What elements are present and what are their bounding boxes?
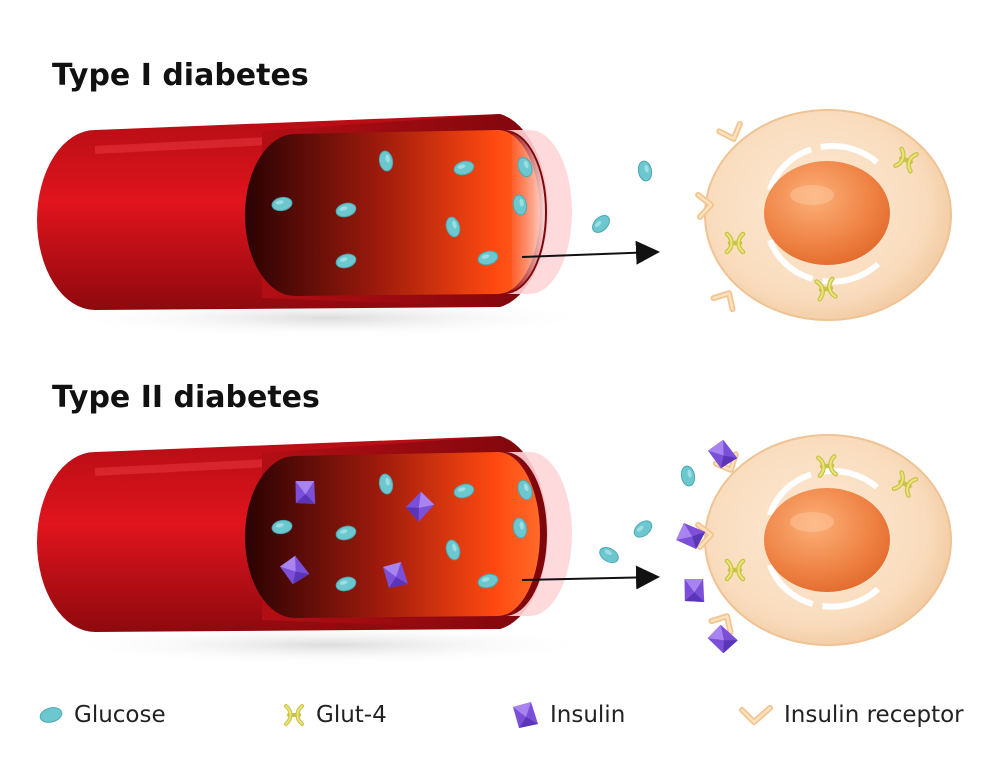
flow-arrow (521, 240, 660, 265)
type-1-panel (37, 109, 952, 338)
legend-label: Insulin receptor (784, 702, 964, 728)
insulin-receptor-icon (739, 705, 773, 725)
glut4-icon (284, 704, 304, 726)
vessel-shadow (60, 625, 600, 665)
cell (698, 434, 952, 646)
legend-label: Glucose (74, 702, 166, 728)
legend-item-insulin: Insulin (510, 695, 625, 735)
type-2-title: Type II diabetes (52, 380, 320, 415)
type-2-panel (37, 434, 952, 665)
type-1-title: Type I diabetes (52, 58, 309, 93)
glucose-icon (39, 707, 63, 723)
legend: Glucose Glut-4 Insulin Insulin receptor (0, 695, 1000, 735)
insulin-icon (513, 702, 538, 728)
nucleus (764, 161, 890, 265)
blood-vessel (37, 114, 572, 310)
glucose-outside (588, 159, 654, 237)
cell (698, 109, 952, 321)
legend-item-glut4: Glut-4 (282, 695, 387, 735)
glucose-outside (596, 464, 697, 567)
legend-label: Insulin (550, 702, 626, 728)
legend-item-insulin-receptor: Insulin receptor (738, 695, 964, 735)
flow-arrow (521, 565, 660, 590)
legend-item-glucose: Glucose (38, 695, 166, 735)
blood-vessel (37, 436, 572, 632)
legend-label: Glut-4 (316, 702, 387, 728)
nucleus (764, 488, 890, 592)
